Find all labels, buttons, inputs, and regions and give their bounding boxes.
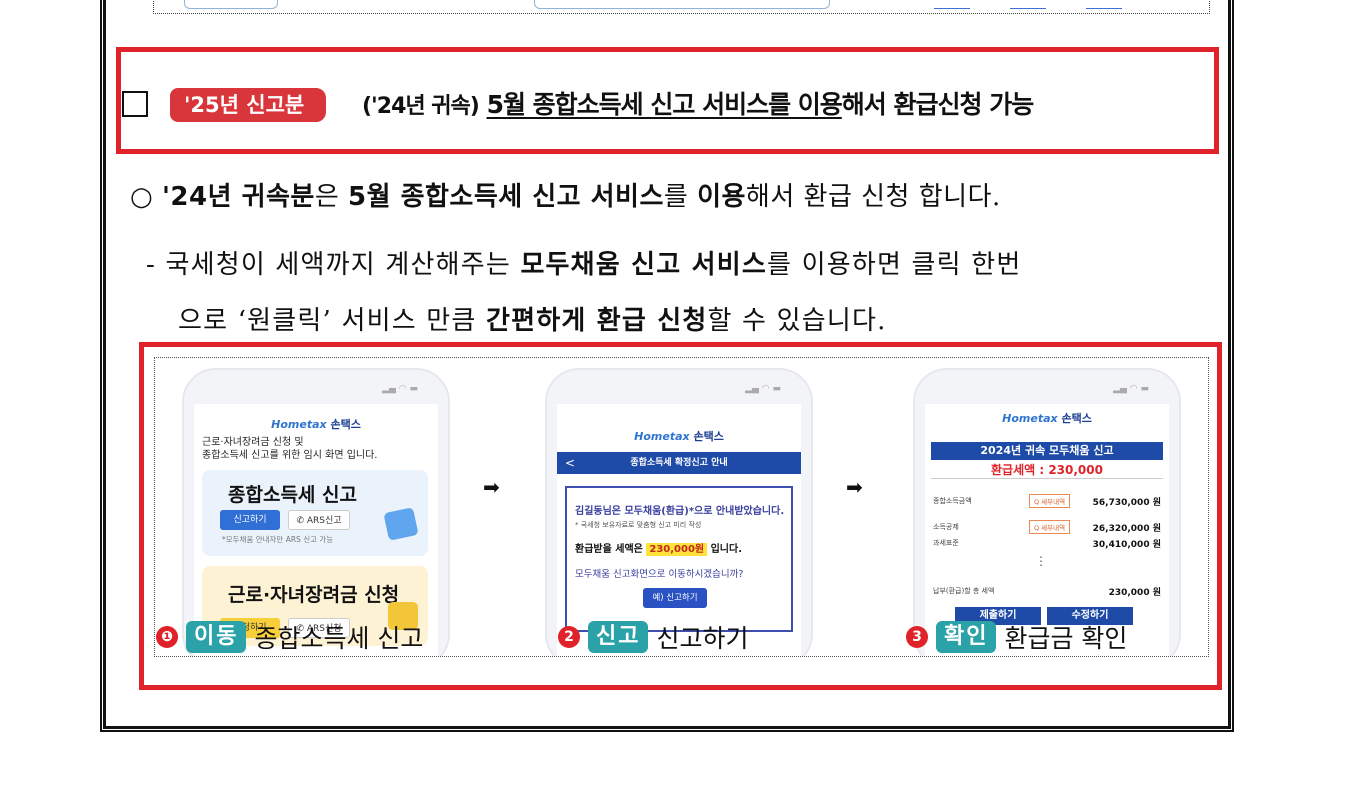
detail-button[interactable]: Q 세부내역 [1029, 494, 1071, 508]
step-text: 환급금 확인 [1004, 624, 1128, 653]
title-bar: <종합소득세 확정신고 안내 [557, 452, 801, 474]
more-dots-icon: ⋮ [1035, 554, 1047, 568]
plain-text: 은 [314, 182, 340, 212]
bold-text: 간편하게 환급 신청 [486, 306, 708, 336]
bold-text: 모두채움 신고 서비스 [520, 250, 768, 280]
arrow-icon: ➡ [846, 475, 863, 499]
step-pill: 이동 [186, 621, 247, 653]
heading-checkbox [122, 91, 148, 117]
plain-text: 해서 환급 신청 합니다. [745, 182, 1001, 212]
hometax-logo: Hometax 손택스 [271, 418, 361, 431]
back-icon[interactable]: < [565, 456, 576, 470]
plain-text: 으로 ‘원클릭’ 서비스 만큼 [178, 306, 477, 336]
step-number: 2 [558, 626, 580, 648]
clipped-link [1086, 8, 1122, 9]
dash-bullet: - [146, 250, 156, 280]
refund-amount: 환급세액 : 230,000 [991, 463, 1103, 477]
step-1-caption: ❶ 이동 종합소득세 신고 [156, 619, 423, 655]
phone-screen-2: ▂▄ ◠ ▬ Hometax 손택스 <종합소득세 확정신고 안내 김길동님은 … [545, 368, 813, 656]
divider [931, 478, 1163, 479]
bold-text: '24년 귀속분 [161, 182, 315, 212]
document-frame [100, 0, 1234, 732]
year-tag: '25년 신고분 [170, 88, 327, 122]
yes-file-button[interactable]: 예) 신고하기 [643, 588, 707, 608]
step-2-caption: 2 신고 신고하기 [558, 619, 749, 655]
status-icons: ▂▄ ◠ ▬ [1113, 384, 1149, 394]
step-number: ❶ [156, 626, 178, 648]
clipped-link [934, 8, 970, 9]
bold-text: 5월 종합소득세 신고 서비스 [348, 182, 664, 212]
notice-panel: 김길동님은 모두채움(환급)*으로 안내받았습니다. * 국세청 보유자료로 맞… [565, 486, 793, 632]
ars-apply-button[interactable]: ✆ ARS신청 [288, 618, 350, 638]
plain-text: 국세청이 세액까지 계산해주는 [165, 250, 511, 280]
notice-footnote: * 국세청 보유자료로 맞춤형 신고 미리 작성 [575, 521, 702, 529]
card-title: 근로·자녀장려금 신청 [228, 584, 400, 606]
ars-file-button[interactable]: ✆ ARS신고 [288, 510, 350, 530]
phone-screen-3: ▂▄ ◠ ▬ Hometax 손택스 2024년 귀속 모두채움 신고 환급세액… [913, 368, 1181, 656]
arrow-icon: ➡ [483, 475, 500, 499]
card-title: 종합소득세 신고 [228, 484, 357, 506]
plain-text: 를 이용하면 클릭 한번 [767, 250, 1022, 280]
notice-title: 김길동님은 모두채움(환급)*으로 안내받았습니다. [575, 506, 785, 517]
step-pill: 신고 [588, 621, 649, 653]
status-icons: ▂▄ ◠ ▬ [745, 384, 781, 394]
hometax-logo: Hometax 손택스 [634, 430, 724, 443]
step-3-caption: 3 확인 환급금 확인 [906, 619, 1127, 655]
clipped-search-box [534, 0, 830, 9]
step-text: 종합소득세 신고 [254, 624, 424, 653]
coin-icon [388, 602, 418, 630]
circle-bullet: ○ [130, 182, 154, 212]
step-text: 신고하기 [656, 624, 749, 653]
refund-amount-line: 환급받을 세액은 230,000원 입니다. [575, 543, 743, 556]
heading-paren: ('24년 귀속) [362, 94, 480, 119]
calculator-icon [383, 507, 419, 541]
heading-tail: 해서 환급신청 가능 [841, 90, 1034, 119]
file-return-button[interactable]: 신고하기 [220, 510, 280, 530]
plain-text: 할 수 있습니다. [707, 306, 887, 336]
previous-section-strip [153, 0, 1210, 14]
plain-text: 를 [663, 182, 689, 212]
step-pill: 확인 [936, 621, 997, 653]
submit-button[interactable]: 제출하기 [955, 607, 1041, 625]
paragraph-2-line-1: - 국세청이 세액까지 계산해주는 모두채움 신고 서비스를 이용하면 클릭 한… [146, 244, 1022, 281]
paragraph-2-line-2: 으로 ‘원클릭’ 서비스 만큼 간편하게 환급 신청할 수 있습니다. [178, 300, 887, 337]
edit-button[interactable]: 수정하기 [1047, 607, 1133, 625]
hometax-logo: Hometax 손택스 [1002, 412, 1092, 425]
card-note: *모두채움 안내자만 ARS 신고 가능 [222, 535, 334, 544]
heading-underlined: 5월 종합소득세 신고 서비스를 이용 [486, 90, 843, 119]
heading-highlight-box [116, 47, 1219, 154]
income-tax-card[interactable]: 종합소득세 신고 신고하기 ✆ ARS신고 *모두채움 안내자만 ARS 신고 … [202, 470, 428, 556]
bold-text: 이용 [697, 182, 746, 212]
clipped-link [1010, 8, 1046, 9]
screen: Hometax 손택스 <종합소득세 확정신고 안내 김길동님은 모두채움(환급… [557, 404, 801, 656]
report-title: 2024년 귀속 모두채움 신고 [931, 442, 1163, 460]
detail-button[interactable]: Q 세부내역 [1029, 520, 1071, 534]
status-icons: ▂▄ ◠ ▬ [382, 384, 418, 394]
paragraph-1: ○ '24년 귀속분은 5월 종합소득세 신고 서비스를 이용해서 환급 신청 … [130, 176, 1001, 213]
clipped-box [184, 0, 278, 9]
section-heading: ('24년 귀속) 5월 종합소득세 신고 서비스를 이용해서 환급신청 가능 [362, 85, 1034, 121]
illustration-highlight-box [139, 342, 1222, 690]
notice-question: 모두채움 신고화면으로 이동하시겠습니까? [575, 569, 744, 580]
screen: Hometax 손택스 2024년 귀속 모두채움 신고 환급세액 : 230,… [925, 404, 1169, 656]
step-number: 3 [906, 626, 928, 648]
